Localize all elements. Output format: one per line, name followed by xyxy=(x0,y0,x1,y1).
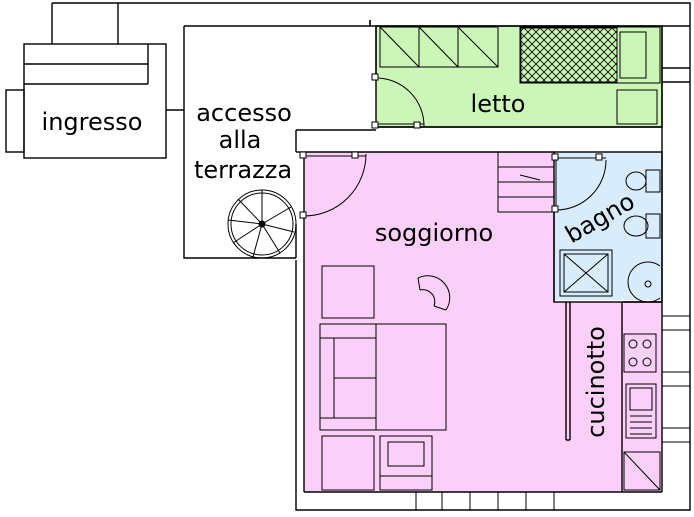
spiral-staircase-icon xyxy=(227,189,297,259)
sofa-bed xyxy=(319,323,447,431)
bagno-door xyxy=(551,153,607,213)
armchair-left-top xyxy=(321,265,375,319)
cucinotto-label: cucinotto xyxy=(582,326,610,438)
ingresso-label: ingresso xyxy=(42,108,143,136)
shower-icon xyxy=(559,249,613,297)
soggiorno-door xyxy=(299,151,367,219)
fridge-icon xyxy=(623,451,661,491)
bidet-icon xyxy=(623,213,661,239)
letto-label: letto xyxy=(471,90,526,118)
kitchen-sink-icon xyxy=(625,383,657,439)
accesso-label-line1: accesso xyxy=(196,99,292,127)
ingresso-room xyxy=(5,43,184,159)
toilet-icon xyxy=(625,169,661,193)
wardrobe xyxy=(379,26,499,68)
armchair-center xyxy=(379,435,433,491)
soggiorno-label: soggiorno xyxy=(375,219,493,247)
soggiorno-room-fill xyxy=(304,152,554,492)
bed xyxy=(519,26,661,125)
bottom-window-ticks xyxy=(415,492,555,510)
accesso-label-line3: terrazza xyxy=(194,156,292,184)
round-chair xyxy=(417,275,451,311)
accesso-label-line2: alla xyxy=(219,126,262,154)
letto-door xyxy=(371,73,425,129)
armchair-left-bottom xyxy=(321,435,375,491)
stove-icon xyxy=(623,333,657,373)
right-window-ticks xyxy=(662,315,690,443)
cucinotto-room xyxy=(565,127,663,492)
